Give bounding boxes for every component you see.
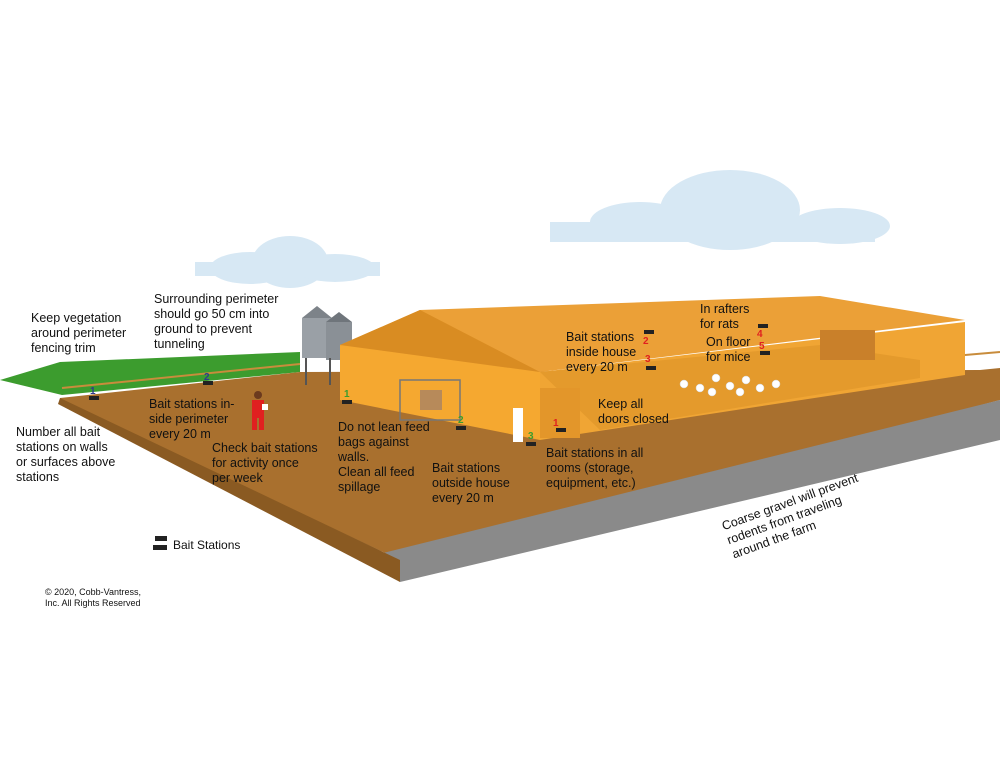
station-number-inside-2: 2 (643, 336, 649, 347)
gravel-strip (375, 400, 1000, 582)
legend-label: Bait Stations (173, 538, 241, 552)
cloud-left (195, 236, 380, 288)
station-number-outside-1: 1 (344, 389, 350, 400)
label-outside-house: Bait stations outside house every 20 m (432, 461, 510, 505)
station-number-outside-2: 2 (458, 415, 464, 426)
label-feed-bags: Do not lean feed bags against walls. Cle… (338, 420, 430, 494)
label-inside-perimeter: Bait stations in- side perimeter every 2… (149, 397, 235, 441)
label-floor: On floor for mice (706, 335, 751, 364)
label-check-activity: Check bait stations for activity once pe… (212, 441, 318, 485)
copyright: © 2020, Cobb-Vantress, Inc. All Rights R… (45, 587, 142, 608)
station-number-perimeter-1: 1 (90, 386, 96, 397)
feed-bags (399, 379, 461, 421)
label-vegetation: Keep vegetation around perimeter fencing… (31, 311, 127, 355)
grass-strip (0, 352, 300, 395)
label-rafters: In rafters for rats (700, 302, 750, 331)
ground (60, 368, 1000, 560)
station-number-inside-3: 3 (645, 354, 651, 365)
station-number-room-1: 1 (553, 418, 559, 429)
station-number-inside-4: 4 (757, 329, 763, 340)
label-inside-house: Bait stations inside house every 20 m (566, 330, 637, 374)
station-number-outside-3: 3 (528, 431, 534, 442)
label-perimeter: Surrounding perimeter should go 50 cm in… (154, 292, 279, 351)
farm-worker (252, 391, 268, 430)
ground-edge (58, 398, 400, 582)
label-all-rooms: Bait stations in all rooms (storage, equ… (546, 446, 644, 490)
label-number-bait: Number all bait stations on walls or sur… (16, 425, 116, 484)
bait-station-legend-icon (153, 536, 167, 550)
station-number-inside-5: 5 (759, 341, 765, 352)
bait-station-markers (89, 324, 770, 446)
cloud-right (550, 170, 890, 250)
chickens (679, 373, 781, 397)
station-number-perimeter-2: 2 (204, 372, 210, 383)
label-doors: Keep all doors closed (598, 397, 669, 426)
